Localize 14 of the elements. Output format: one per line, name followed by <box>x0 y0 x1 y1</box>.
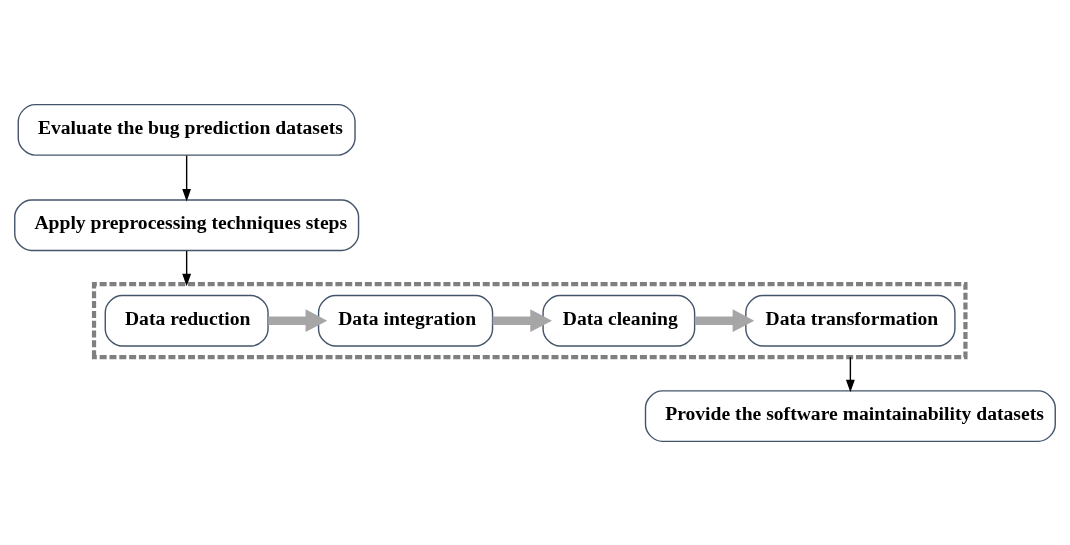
node-box: Data reduction <box>104 294 269 347</box>
arrow <box>694 308 755 332</box>
arrow <box>492 308 552 332</box>
arrow <box>182 154 192 201</box>
arrow <box>268 308 328 332</box>
node-box: Apply preprocessing techniques steps <box>14 198 360 251</box>
node-box: Evaluate the bug prediction datasets <box>17 103 356 156</box>
arrow <box>182 249 192 286</box>
node-box: Data transformation <box>745 294 956 347</box>
cluster <box>91 281 968 359</box>
arrow <box>845 356 855 392</box>
node-box: Data integration <box>317 294 494 347</box>
node-box: Provide the software maintainability datasets <box>644 389 1056 442</box>
node-box: Data cleaning <box>542 294 696 347</box>
